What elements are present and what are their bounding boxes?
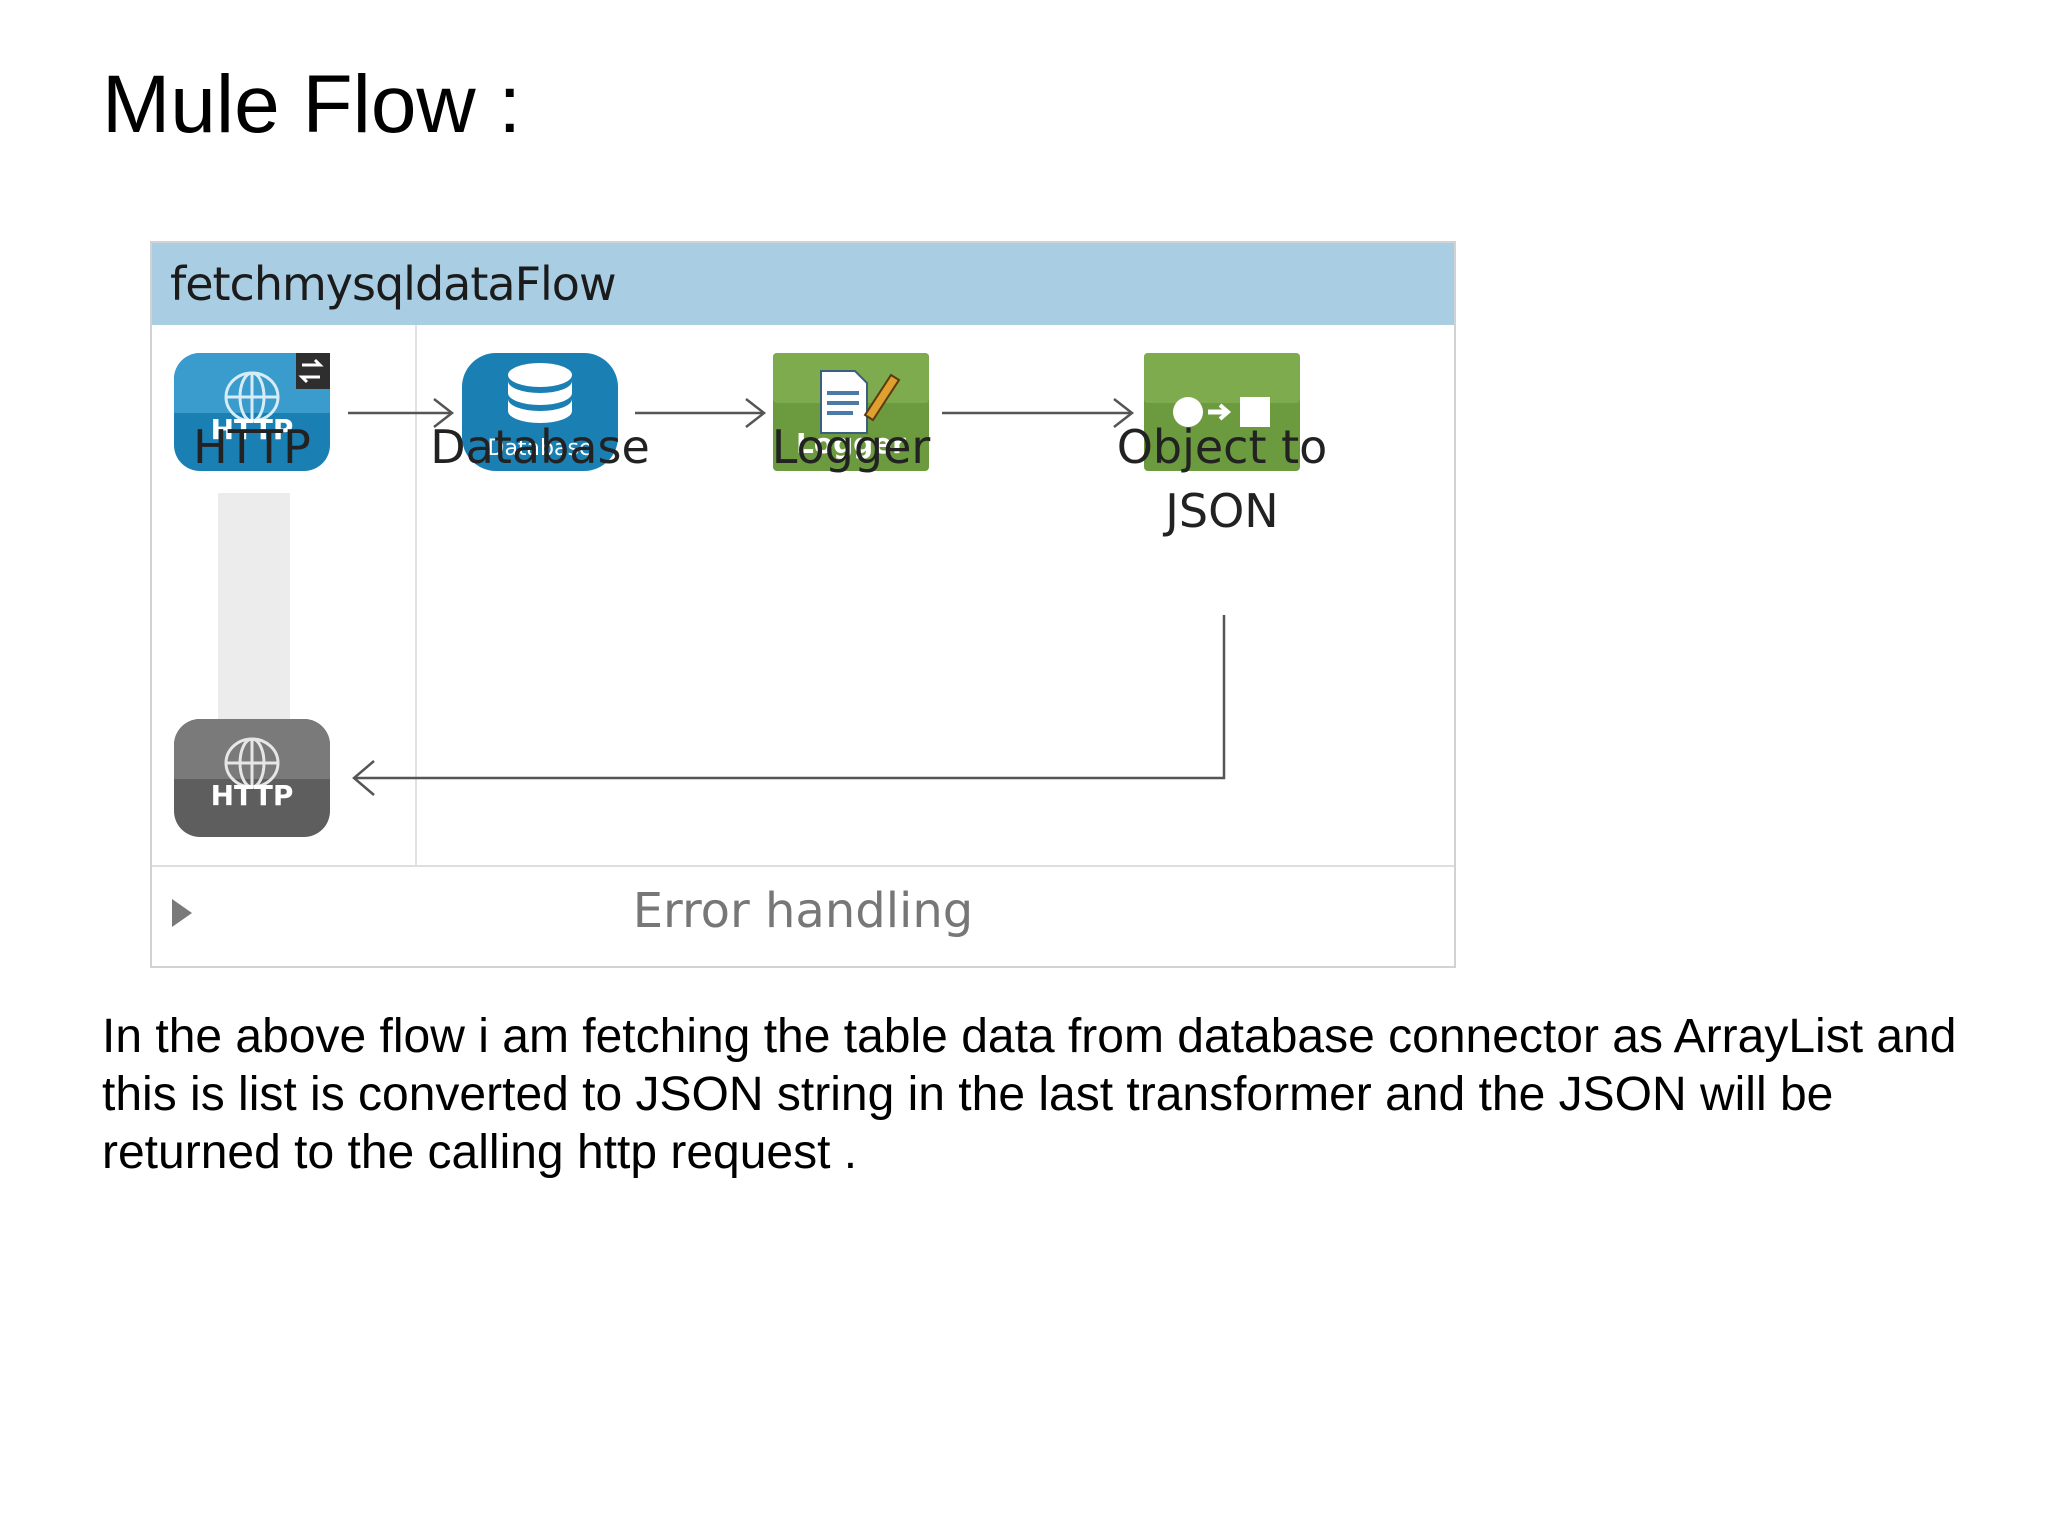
http-listener-processor[interactable]: HTTP [174, 353, 330, 471]
flow-name: fetchmysqldataFlow [170, 257, 617, 311]
expand-triangle-icon[interactable] [172, 899, 192, 927]
object-to-json-transform-icon [1144, 353, 1300, 471]
processor-label: Logger [771, 420, 931, 474]
database-processor[interactable]: Database [462, 353, 618, 471]
database-cylinder-icon: Database [462, 353, 618, 471]
error-handling-section[interactable]: Error handling [632, 883, 974, 939]
flow-canvas[interactable]: fetchmysqldataFlow HTTP [150, 241, 1456, 968]
http-globe-icon: HTTP [174, 353, 330, 471]
pencil-icon [863, 373, 901, 422]
http-response-processor[interactable]: HTTP [174, 719, 330, 837]
processor-label: HTTP [193, 420, 311, 474]
slide-title: Mule Flow : [102, 59, 522, 150]
error-handling-divider [152, 865, 1454, 867]
slide-description: In the above flow i am fetching the tabl… [102, 1010, 1957, 1179]
processor-label: Database [430, 420, 650, 474]
flow-header[interactable]: fetchmysqldataFlow [152, 243, 1454, 325]
svg-text:HTTP: HTTP [211, 413, 294, 446]
processor-label: Object to JSON [1116, 420, 1328, 538]
exchange-pattern-icon [298, 358, 324, 384]
source-divider [415, 325, 417, 865]
svg-text:HTTP: HTTP [211, 779, 294, 812]
logger-notepad-icon: Logger [773, 353, 929, 471]
http-globe-icon: HTTP [174, 719, 330, 837]
svg-text:Logger: Logger [796, 427, 906, 460]
object-to-json-processor[interactable] [1144, 353, 1300, 471]
svg-text:Database: Database [488, 436, 593, 461]
source-lane [218, 493, 290, 723]
arrow-return-to-http-response [354, 615, 1226, 780]
logger-processor[interactable]: Logger [773, 353, 929, 471]
